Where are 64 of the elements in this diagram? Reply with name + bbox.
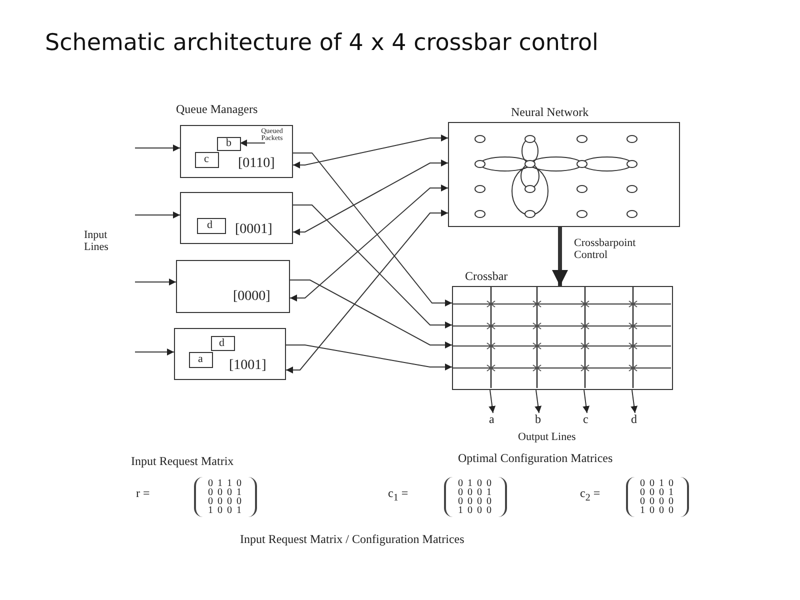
packet-box [211, 336, 235, 351]
group-label: Queue Managers [176, 103, 258, 116]
request-vector: [0001] [235, 223, 272, 238]
matrix-row: 0 0 0 0 [208, 497, 242, 506]
output-line-label: d [631, 413, 637, 426]
queue-manager-box [180, 192, 293, 244]
box-heading: Neural Network [511, 106, 589, 119]
arrow [534, 390, 542, 414]
matrix-symbol: c$_{1}$ = [388, 487, 408, 504]
arrow [292, 134, 448, 168]
arrow [630, 390, 638, 414]
packet-box [197, 218, 226, 234]
matrix-row: 0 1 0 0 [458, 479, 492, 488]
matrix-row: 0 0 0 1 [640, 488, 674, 497]
arrow [286, 344, 452, 370]
matrix-row: 0 0 0 1 [208, 488, 242, 497]
matrix-row: 1 0 0 0 [640, 506, 674, 515]
matrix-row: 0 1 1 0 [208, 479, 242, 488]
request-vector: [1001] [229, 359, 266, 374]
arrow [134, 212, 180, 218]
arrow [582, 390, 590, 414]
matrix-row: 0 0 1 0 [640, 479, 674, 488]
matrix-row: 0 0 0 0 [640, 497, 674, 506]
arrow [292, 204, 452, 328]
queue-manager-box [180, 125, 293, 178]
matrix-symbol: c$_{2}$ = [580, 487, 600, 504]
queue-manager-box [176, 260, 290, 313]
request-vector: [0000] [233, 290, 270, 305]
arrow [240, 140, 266, 146]
group-label: Output Lines [518, 432, 576, 444]
thick-arrow [552, 227, 568, 286]
matrix-symbol: r = [136, 487, 150, 500]
group-label: Input Lines [84, 230, 110, 254]
matrix-row: 0 0 0 0 [458, 497, 492, 506]
packet-box [217, 137, 241, 151]
figure-caption: Input Request Matrix / Configuration Matrices [240, 533, 464, 546]
arrow [290, 184, 448, 302]
output-line-label: a [489, 413, 494, 426]
output-line-label: b [535, 413, 541, 426]
matrix-heading: Optimal Configuration Matrices [458, 452, 613, 465]
packet-letter: d [219, 338, 224, 350]
arrow [286, 210, 448, 374]
packet-box [189, 352, 213, 368]
box-heading: Crossbar [465, 270, 508, 283]
arrow [292, 160, 448, 236]
packet-letter: a [198, 354, 203, 366]
packet-letter: c [204, 154, 209, 166]
packet-letter: d [207, 220, 212, 232]
arrow [292, 152, 452, 306]
arrow [134, 278, 176, 286]
arrow [290, 280, 452, 348]
matrix-row: 0 0 0 1 [458, 488, 492, 497]
matrix-heading: Input Request Matrix [131, 455, 234, 468]
packet-letter: b [226, 138, 232, 150]
arrow [134, 348, 174, 356]
queue-manager-box [174, 328, 286, 380]
output-line-label: c [583, 413, 588, 426]
matrix-row: 1 0 0 1 [208, 506, 242, 515]
arrow [134, 144, 180, 152]
arrow [488, 390, 496, 414]
matrix-row: 1 0 0 0 [458, 506, 492, 515]
packet-box [195, 152, 219, 168]
request-vector: [0110] [238, 157, 275, 172]
slide-title: Schematic architecture of 4 x 4 crossbar control [45, 30, 598, 56]
